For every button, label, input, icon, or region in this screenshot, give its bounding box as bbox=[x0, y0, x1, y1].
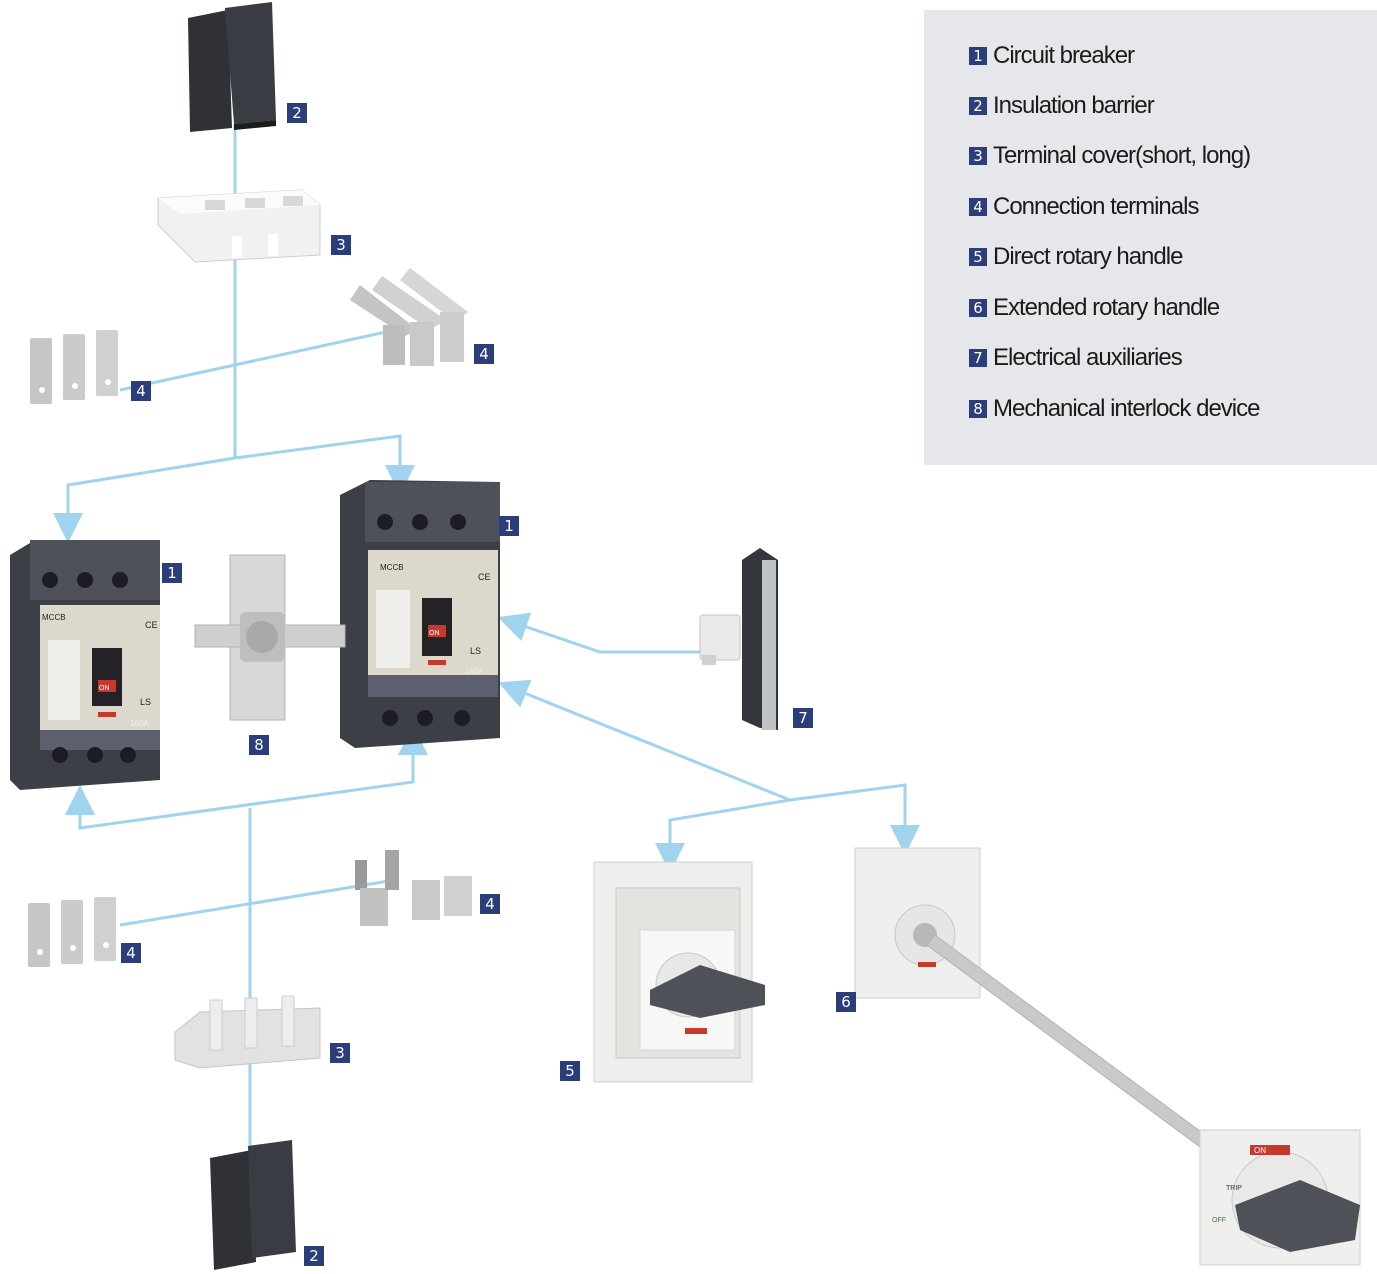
extended-handle-on: ON bbox=[1254, 1146, 1266, 1155]
tag-terminals-short-top: 4 bbox=[131, 381, 151, 401]
tag-breaker-left: 1 bbox=[162, 563, 182, 583]
right-breaker-ce: CE bbox=[478, 572, 491, 582]
circuit-breaker-left bbox=[10, 540, 160, 790]
legend-item-mechanical-interlock: 8 Mechanical interlock device bbox=[969, 393, 1260, 425]
legend-number: 4 bbox=[969, 198, 987, 216]
connection-terminals-short-bottom bbox=[28, 897, 116, 967]
legend-number: 2 bbox=[969, 97, 987, 115]
tag-terminals-short-bottom: 4 bbox=[121, 943, 141, 963]
legend-number: 8 bbox=[969, 400, 987, 418]
left-breaker-rating: 160A bbox=[130, 719, 149, 728]
connection-terminals-long-bottom bbox=[355, 850, 472, 926]
tag-direct-handle: 5 bbox=[560, 1061, 580, 1081]
tag-terminal-cover-bottom: 3 bbox=[330, 1043, 350, 1063]
legend-item-circuit-breaker: 1 Circuit breaker bbox=[969, 40, 1135, 72]
legend-item-insulation-barrier: 2 Insulation barrier bbox=[969, 90, 1155, 122]
left-breaker-on: ON bbox=[99, 685, 110, 692]
tag-breaker-right: 1 bbox=[499, 516, 519, 536]
connector-lines bbox=[53, 125, 920, 1150]
insulation-barrier-top bbox=[188, 2, 276, 132]
extended-rotary-handle bbox=[854, 847, 1361, 1266]
extended-handle-trip: TRIP bbox=[1226, 1185, 1242, 1192]
right-breaker-rating: 160A bbox=[465, 667, 484, 676]
circuit-breaker-right bbox=[340, 480, 500, 748]
legend-number: 3 bbox=[969, 147, 987, 165]
terminal-cover-bottom bbox=[174, 995, 321, 1069]
legend-item-direct-rotary-handle: 5 Direct rotary handle bbox=[969, 241, 1183, 273]
terminal-cover-top bbox=[157, 189, 321, 263]
right-breaker-on: ON bbox=[429, 630, 440, 637]
legend-number: 1 bbox=[969, 47, 987, 65]
legend-number: 7 bbox=[969, 349, 987, 367]
legend-number: 6 bbox=[969, 299, 987, 317]
insulation-barrier-bottom bbox=[210, 1140, 296, 1270]
tag-terminal-cover-top: 3 bbox=[331, 235, 351, 255]
legend-label: Direct rotary handle bbox=[993, 243, 1183, 270]
connection-terminals-short-top bbox=[30, 330, 118, 404]
legend-item-connection-terminals: 4 Connection terminals bbox=[969, 191, 1199, 223]
tag-interlock: 8 bbox=[249, 735, 269, 755]
legend-label: Connection terminals bbox=[993, 193, 1199, 220]
electrical-auxiliaries bbox=[699, 548, 778, 730]
connection-terminals-long-top bbox=[350, 268, 468, 366]
tag-insulation-barrier-top: 2 bbox=[287, 103, 307, 123]
legend-label: Circuit breaker bbox=[993, 42, 1135, 69]
tag-extended-handle: 6 bbox=[836, 992, 856, 1012]
tag-auxiliaries: 7 bbox=[793, 708, 813, 728]
tag-terminals-long-top: 4 bbox=[474, 344, 494, 364]
legend-label: Extended rotary handle bbox=[993, 294, 1220, 321]
legend-item-terminal-cover: 3 Terminal cover(short, long) bbox=[969, 140, 1251, 172]
left-breaker-brand: MCCB bbox=[42, 613, 66, 622]
legend-item-electrical-auxiliaries: 7 Electrical auxiliaries bbox=[969, 342, 1183, 374]
mechanical-interlock-device bbox=[194, 554, 346, 721]
left-breaker-ce: CE bbox=[145, 620, 158, 630]
right-breaker-brand: MCCB bbox=[380, 563, 404, 572]
legend-label: Mechanical interlock device bbox=[993, 395, 1260, 422]
left-breaker-maker: LS bbox=[140, 697, 151, 707]
legend-panel: 1 Circuit breaker 2 Insulation barrier 3… bbox=[924, 10, 1377, 465]
direct-rotary-handle bbox=[593, 861, 765, 1083]
legend-label: Terminal cover(short, long) bbox=[993, 142, 1251, 169]
legend-number: 5 bbox=[969, 248, 987, 266]
tag-terminals-long-bottom: 4 bbox=[480, 894, 500, 914]
extended-handle-off: OFF bbox=[1212, 1217, 1226, 1224]
tag-insulation-barrier-bottom: 2 bbox=[304, 1246, 324, 1266]
legend-item-extended-rotary-handle: 6 Extended rotary handle bbox=[969, 292, 1220, 324]
legend-label: Insulation barrier bbox=[993, 92, 1155, 119]
legend-label: Electrical auxiliaries bbox=[993, 344, 1183, 371]
right-breaker-maker: LS bbox=[470, 646, 481, 656]
